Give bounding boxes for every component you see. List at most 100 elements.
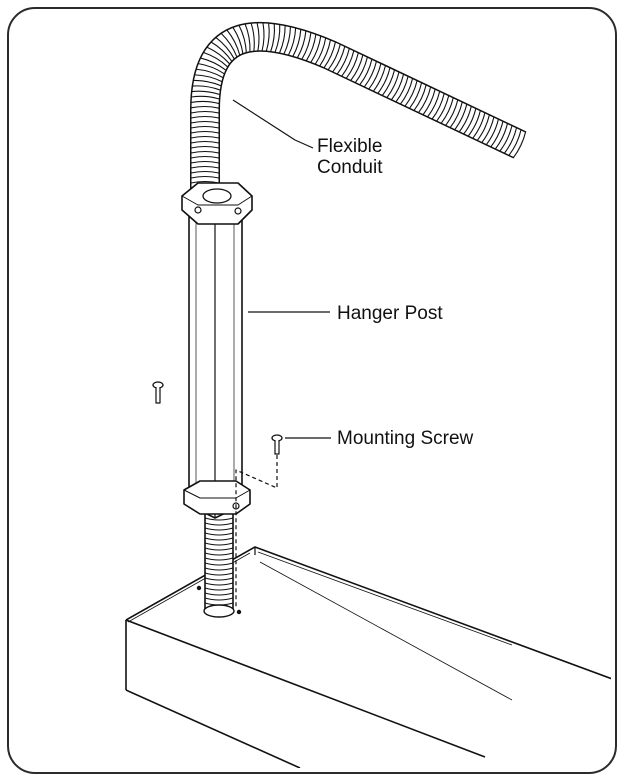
conduit-rib: [336, 48, 350, 75]
lower-conduit-rib: [204, 527, 234, 531]
conduit-rib: [377, 67, 391, 94]
conduit-rib: [481, 117, 495, 143]
conduit-rib: [190, 165, 220, 169]
conduit-rib: [449, 102, 463, 128]
conduit-rib: [485, 119, 499, 145]
conduit-rib: [431, 93, 445, 120]
label-mounting-screw: Mounting Screw: [337, 428, 474, 449]
conduit-rib: [191, 100, 220, 105]
conduit-rib: [210, 41, 233, 62]
hanger-post: [188, 198, 243, 519]
conduit-rib: [190, 135, 220, 139]
conduit-rib: [226, 29, 241, 56]
label-hanger-post: Hanger Post: [337, 303, 443, 324]
conduit-rib: [191, 90, 220, 96]
conduit-rib: [287, 27, 297, 56]
conduit-rib: [238, 25, 247, 53]
conduit-rib: [190, 110, 220, 114]
lower-conduit-rib: [204, 517, 234, 521]
conduit-rib: [359, 59, 373, 85]
conduit-rib: [463, 108, 477, 135]
conduit-rib: [200, 57, 227, 71]
conduit-rib: [270, 23, 276, 52]
conduit-rib: [490, 121, 504, 148]
conduit-rib: [391, 74, 405, 100]
conduit-rib: [476, 114, 490, 141]
conduit-rib: [499, 125, 513, 152]
conduit-rib: [196, 68, 224, 79]
conduit-rib: [404, 80, 418, 107]
mounting-screw: [271, 434, 283, 455]
conduit-rib: [191, 95, 220, 100]
conduit-rib: [458, 106, 472, 133]
conduit-rib: [190, 130, 220, 134]
conduit-rib: [373, 65, 386, 92]
lower-conduit-rib: [204, 547, 234, 551]
lower-conduit-rib: [204, 567, 234, 571]
conduit-rib: [495, 123, 508, 150]
conduit-rib: [395, 76, 409, 103]
lower-conduit-rib: [204, 557, 234, 561]
conduit-rib: [363, 61, 377, 88]
conduit-rib: [445, 99, 459, 126]
label-flexible-conduit: Flexible Conduit: [317, 136, 383, 178]
conduit-rib: [386, 72, 400, 98]
conduit-rib: [190, 150, 220, 154]
conduit-rib: [467, 110, 481, 137]
conduit-rib: [279, 25, 286, 54]
lower-conduit-rib: [204, 587, 234, 591]
lower-conduit: [196, 504, 242, 618]
conduit-rib: [345, 52, 359, 79]
conduit-rib: [301, 32, 312, 60]
flexible-conduit: [190, 21, 527, 195]
lower-conduit-rib: [204, 542, 234, 546]
lower-conduit-rib: [204, 592, 234, 596]
conduit-rib: [440, 97, 454, 124]
conduit-rib: [190, 105, 220, 109]
conduit-rib: [314, 37, 327, 65]
conduit-rib: [400, 78, 414, 105]
conduit-rib: [382, 69, 395, 96]
conduit-rib: [323, 41, 336, 68]
conduit-rib: [327, 44, 341, 70]
conduit-rib: [305, 34, 317, 61]
lower-conduit-rib: [204, 582, 234, 586]
conduit-rib: [418, 87, 432, 113]
conduit-rib: [190, 170, 220, 174]
bottom-flange: [183, 480, 251, 515]
lower-conduit-rib: [204, 562, 234, 566]
conduit-rib: [354, 57, 368, 83]
label-flexible-conduit-line2: Conduit: [317, 157, 383, 178]
conduit-rib: [261, 22, 265, 51]
conduit-rib: [198, 63, 225, 75]
conduit-rib: [190, 125, 220, 129]
leader-lines: [232, 99, 331, 439]
conduit-rib: [422, 89, 436, 115]
conduit-rib: [256, 22, 260, 51]
label-flexible-conduit-line1: Flexible: [317, 136, 383, 157]
top-flange: [181, 182, 253, 225]
alignment-guide: [235, 455, 278, 608]
lower-conduit-rib: [204, 577, 234, 581]
spare-screw: [152, 381, 164, 404]
lower-conduit-rib: [204, 537, 234, 541]
lower-conduit-rib: [204, 572, 234, 576]
conduit-rib: [250, 23, 255, 52]
conduit-rib: [504, 127, 518, 154]
conduit-rib: [310, 36, 322, 63]
conduit-rib: [332, 46, 346, 73]
conduit-rib: [296, 30, 307, 58]
conduit-rib: [194, 74, 223, 83]
conduit-rib: [190, 160, 220, 164]
lower-conduit-rib: [204, 532, 234, 536]
conduit-rib: [350, 54, 364, 81]
conduit-rib: [190, 140, 220, 144]
conduit-rib: [244, 23, 251, 52]
conduit-rib: [190, 145, 220, 149]
conduit-rib: [368, 63, 382, 90]
conduit-rib: [190, 120, 220, 124]
conduit-rib: [319, 39, 332, 67]
conduit-rib: [232, 27, 244, 54]
